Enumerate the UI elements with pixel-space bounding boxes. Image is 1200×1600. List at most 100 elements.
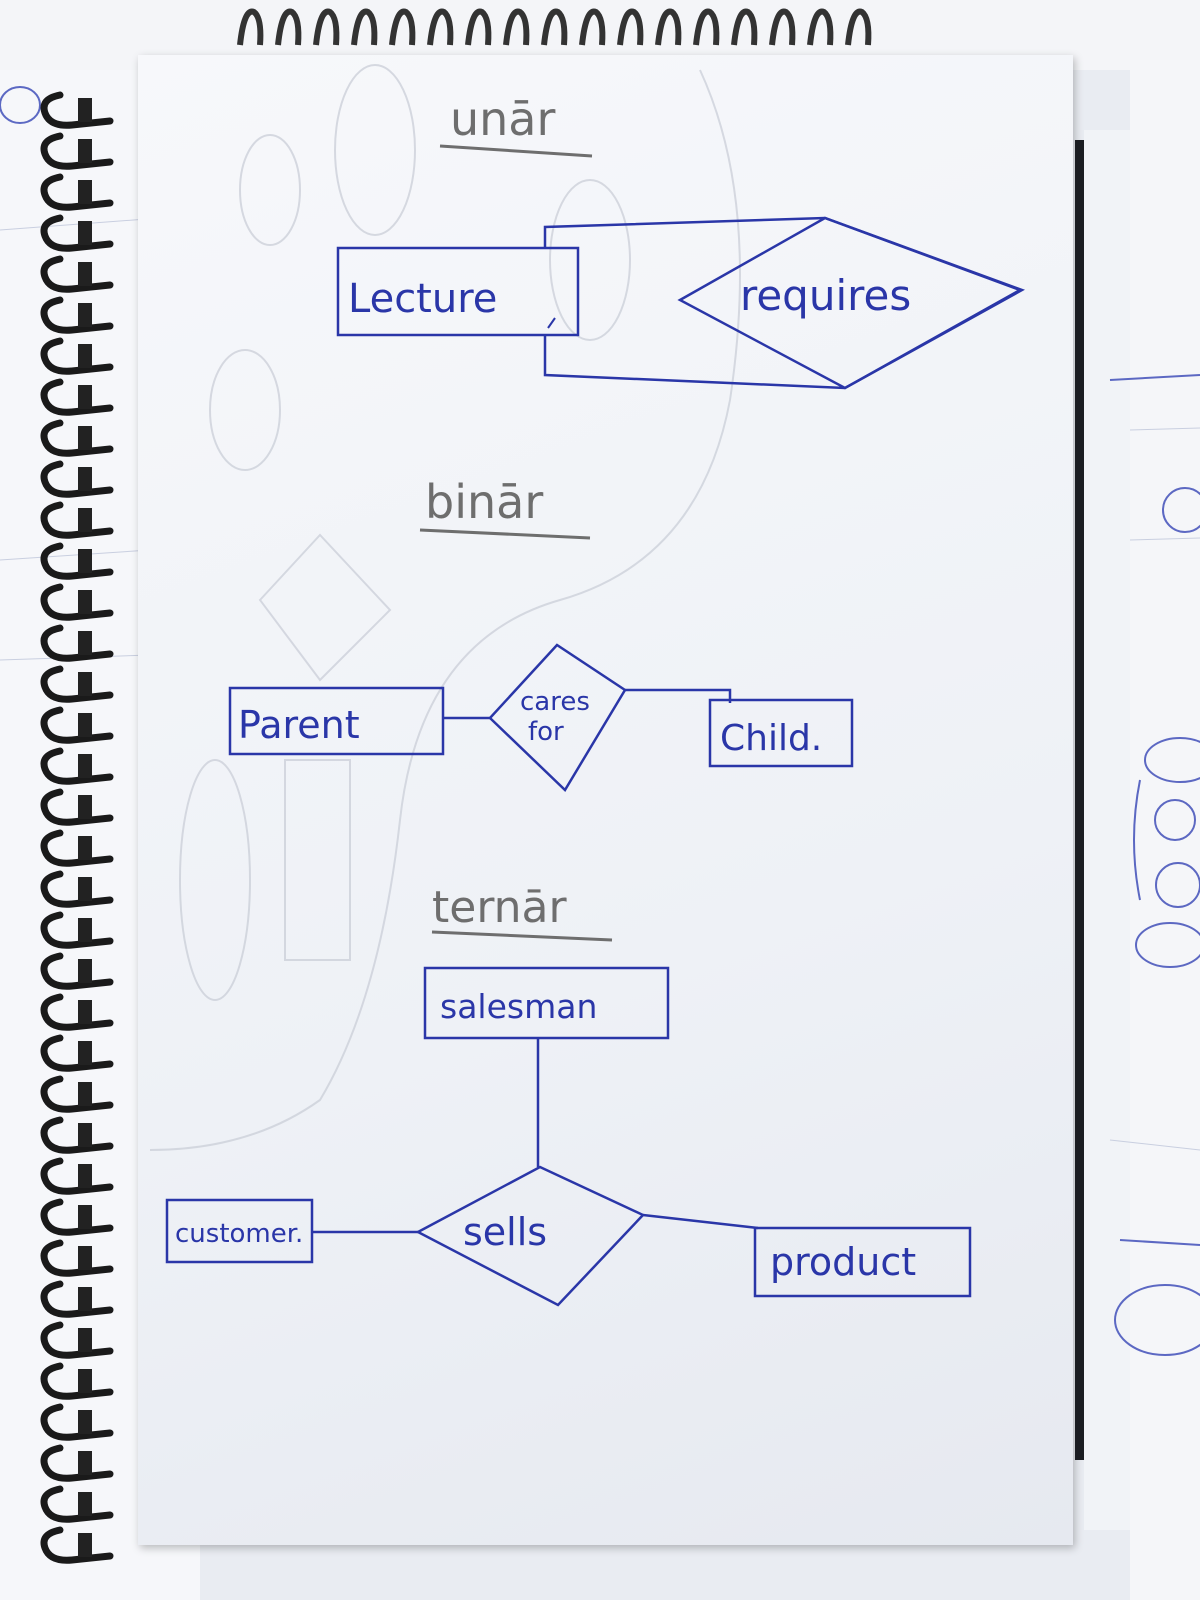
spiral-hole [78,385,92,409]
spiral-ring [40,952,114,990]
spiral-hole [78,1533,92,1557]
heading-ternary: ternār [432,882,567,933]
heading-unary: unār [450,92,555,146]
page-stack-edge [1075,140,1084,1460]
spiral-ring [40,255,114,293]
spiral-hole [78,1041,92,1065]
spiral-ring [40,747,114,785]
spiral-hole [78,508,92,532]
top-spiral [237,8,872,46]
top-spiral-ring [617,8,644,46]
top-spiral-ring [389,8,416,46]
spiral-ring [40,665,114,703]
spiral-ring [40,1403,114,1441]
heading-ternary-underline [431,930,613,942]
spiral-ring [40,91,114,129]
spiral-ring [40,542,114,580]
spiral-hole [78,1164,92,1188]
spiral-hole [78,959,92,983]
entity-product-box [753,1226,972,1298]
spiral-ring [40,296,114,334]
spiral-hole [78,1000,92,1024]
relationship-cares-label-line1: cares [520,687,590,717]
spiral-ring [40,337,114,375]
spiral-ring [40,624,114,662]
spiral-ring [40,583,114,621]
entity-salesman-box [423,966,670,1040]
spiral-hole [78,344,92,368]
top-spiral-ring [731,8,758,46]
spiral-hole [78,1246,92,1270]
spiral-hole [78,1123,92,1147]
spiral-ring [40,1116,114,1154]
spiral-ring [40,460,114,498]
spiral-binding [40,91,114,1564]
spiral-ring [40,911,114,949]
background-sheet-right [1130,60,1200,1600]
top-spiral-ring [541,8,568,46]
spiral-hole [78,590,92,614]
top-spiral-ring [655,8,682,46]
heading-unary-underline [439,144,593,158]
top-spiral-ring [237,8,264,46]
spiral-ring [40,378,114,416]
spiral-ring [40,1362,114,1400]
spiral-hole [78,467,92,491]
spiral-ring [40,419,114,457]
top-spiral-ring [693,8,720,46]
spiral-hole [78,1492,92,1516]
spiral-ring [40,1321,114,1359]
spiral-hole [78,918,92,942]
entity-lecture-label: Lecture [348,276,497,322]
entity-parent-box [228,686,445,756]
spiral-ring [40,173,114,211]
heading-binary-underline [419,528,591,540]
top-spiral-ring [807,8,834,46]
entity-parent-label: Parent [238,703,360,747]
spiral-ring [40,829,114,867]
spiral-hole [78,754,92,778]
spiral-ring [40,132,114,170]
entity-child-label: Child. [720,718,822,759]
spiral-hole [78,303,92,327]
spiral-hole [78,795,92,819]
entity-child-box [708,698,854,768]
spiral-hole [78,1082,92,1106]
spiral-ring [40,1485,114,1523]
spiral-hole [78,836,92,860]
spiral-hole [78,1451,92,1475]
spiral-hole [78,1410,92,1434]
top-spiral-ring [427,8,454,46]
entity-product-label: product [770,1240,916,1284]
top-spiral-ring [313,8,340,46]
spiral-ring [40,1075,114,1113]
section-headings: unār binār ternār [419,92,613,942]
line-sells-product [642,1213,759,1230]
relationship-requires-label: requires [740,271,911,320]
spiral-hole [78,221,92,245]
unary-diagram [336,216,1026,390]
spiral-hole [78,877,92,901]
ternary-diagram [165,966,972,1307]
relationship-cares-label-line2: for [528,717,564,747]
spiral-ring [40,870,114,908]
spiral-hole [78,180,92,204]
spiral-hole [78,1287,92,1311]
spiral-hole [78,672,92,696]
top-spiral-ring [351,8,378,46]
top-spiral-ring [579,8,606,46]
pencil-ghost-marks [149,64,741,1151]
entity-salesman-label: salesman [440,987,597,1026]
spiral-ring [40,788,114,826]
spiral-ring [40,706,114,744]
spiral-hole [78,1328,92,1352]
spiral-hole [78,549,92,573]
heading-binary: binār [425,475,543,529]
spiral-ring [40,1526,114,1564]
spiral-hole [78,713,92,737]
spiral-ring [40,501,114,539]
spiral-ring [40,1157,114,1195]
spiral-ring [40,1034,114,1072]
